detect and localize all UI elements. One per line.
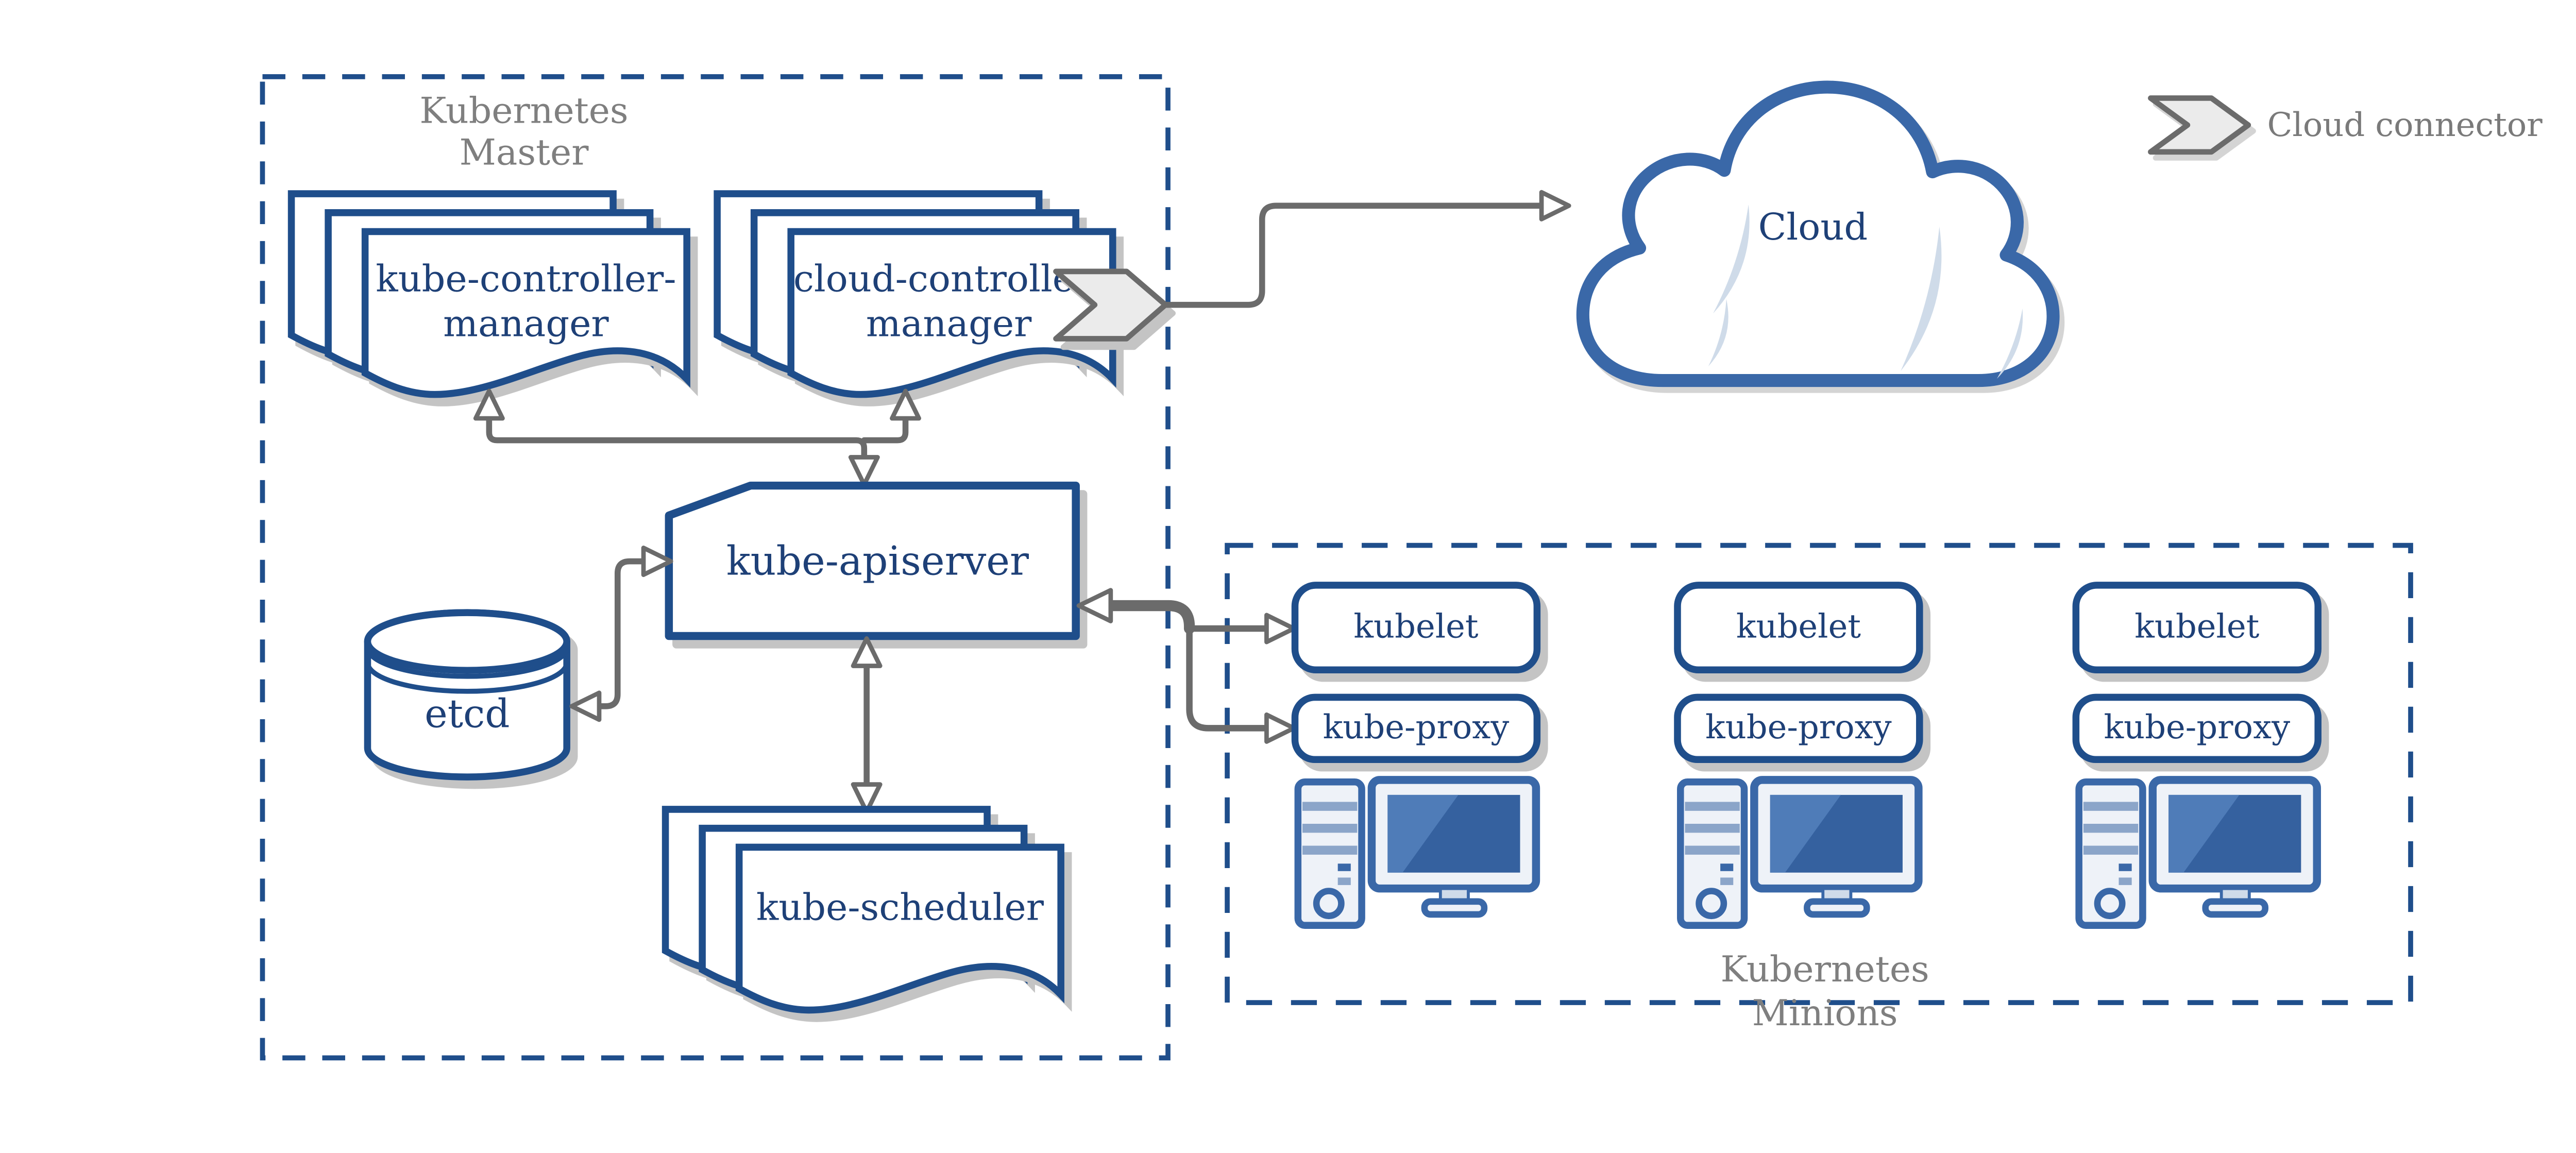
- kube-controller-manager-label-line2: manager: [443, 302, 609, 345]
- cloud-shape: [1576, 80, 2060, 387]
- connector-etcd-apiserver: [569, 546, 673, 722]
- kubelet-label: kubelet: [1353, 607, 1478, 646]
- etcd-ring: [365, 647, 569, 679]
- minion-node-2: kubelet kube-proxy: [1674, 582, 1923, 925]
- kubelet-label: kubelet: [2134, 607, 2259, 646]
- legend: Cloud connector: [2148, 95, 2543, 155]
- kube-controller-manager-stack: kube-controller- manager: [292, 194, 687, 395]
- arrow-down-icon: [848, 455, 880, 487]
- arrow-up-icon: [851, 636, 883, 668]
- minion-node-1: kubelet kube-proxy: [1291, 582, 1541, 925]
- master-boundary: [260, 74, 1171, 1061]
- cloud-connector-icon: [1053, 268, 1168, 342]
- etcd-label: etcd: [425, 691, 510, 737]
- arrow-right-icon: [1539, 190, 1571, 222]
- arrow-right-icon: [1264, 613, 1296, 645]
- arrow-up-icon: [473, 388, 505, 421]
- computer-icon: [2079, 780, 2317, 925]
- kube-controller-manager-label-line1: kube-controller-: [376, 258, 676, 300]
- cloud-label: Cloud: [1758, 206, 1868, 248]
- master-title-line1: Kubernetes: [419, 90, 628, 131]
- arrow-right-icon: [1264, 712, 1296, 744]
- kube-apiserver-label: kube-apiserver: [726, 538, 1029, 584]
- cloud-controller-manager-stack: cloud-controller- manager: [717, 194, 1113, 395]
- minions-boundary: [1225, 542, 2413, 1005]
- arrow-left-icon: [569, 690, 602, 722]
- kube-proxy-label: kube-proxy: [1705, 708, 1892, 747]
- connector-apiserver-minions: [1076, 588, 1296, 744]
- kube-scheduler-label: kube-scheduler: [756, 886, 1044, 929]
- kube-proxy-box: [1674, 693, 1923, 764]
- minion-node-3: kubelet kube-proxy: [2072, 582, 2321, 925]
- master-title-line2: Master: [460, 132, 589, 174]
- computer-icon: [1681, 780, 1919, 925]
- kube-proxy-label: kube-proxy: [1323, 708, 1510, 747]
- arrow-left-icon: [1076, 588, 1113, 623]
- etcd-cylinder: etcd: [364, 609, 570, 781]
- kube-apiserver-shape: [665, 481, 1080, 640]
- kube-proxy-box: [1291, 693, 1541, 764]
- arrow-right-icon: [641, 546, 673, 577]
- cloud-highlight: [1708, 299, 1728, 367]
- kube-proxy-box: [2072, 693, 2321, 764]
- master-group: Kubernetes Master kube-controller- manag…: [260, 74, 1171, 1061]
- kubelet-box: [1674, 582, 1923, 674]
- cloud-group: Cloud: [1162, 80, 2060, 387]
- kube-apiserver-box: kube-apiserver: [665, 481, 1080, 640]
- minions-group: kubelet kube-proxy kubelet kube-proxy ku…: [1076, 542, 2413, 1034]
- kubelet-box: [2072, 582, 2321, 674]
- minions-title-line2: Minions: [1752, 992, 1898, 1034]
- kubelet-box: [1291, 582, 1541, 674]
- cloud-connector-legend-icon: [2148, 95, 2251, 155]
- cloud-highlight: [1901, 226, 1942, 371]
- minions-title-line1: Kubernetes: [1721, 948, 1929, 990]
- cloud-controller-manager-label-line1: cloud-controller-: [793, 258, 1105, 300]
- connector-apiserver-scheduler: [851, 636, 883, 815]
- connector-cloud: [1162, 202, 1545, 308]
- etcd-top: [364, 609, 570, 674]
- kubernetes-architecture-diagram: Kubernetes Master kube-controller- manag…: [260, 74, 2543, 1061]
- arrow-down-icon: [851, 782, 883, 815]
- etcd-ring: [365, 662, 569, 694]
- kubelet-label: kubelet: [1736, 607, 1861, 646]
- legend-label: Cloud connector: [2267, 106, 2543, 144]
- diagram-canvas: Kubernetes Master kube-controller- manag…: [260, 74, 2543, 1061]
- cloud-highlight: [1713, 204, 1750, 314]
- connector-apiserver-to-controllers: [473, 388, 921, 487]
- kube-proxy-label: kube-proxy: [2104, 708, 2290, 747]
- arrow-up-icon: [890, 388, 921, 421]
- cloud-controller-manager-label-line2: manager: [866, 302, 1032, 345]
- kube-scheduler-stack: kube-scheduler: [666, 809, 1061, 1010]
- computer-icon: [1298, 780, 1536, 925]
- cloud-highlight: [1997, 308, 2023, 379]
